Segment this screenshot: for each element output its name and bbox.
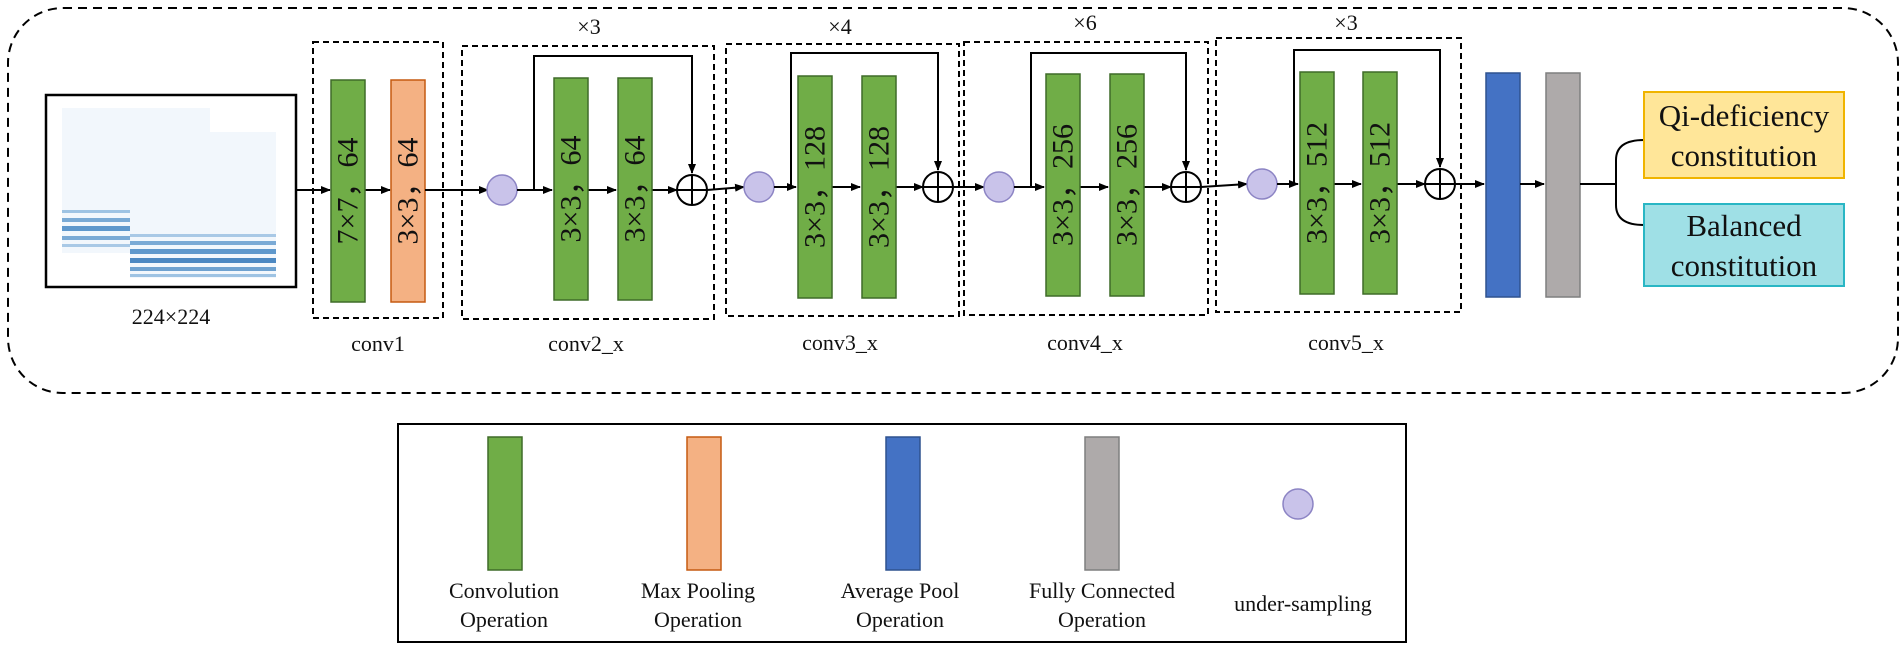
conv5-block (1215, 37, 1462, 313)
legend-convolution-line1: Convolution (449, 578, 559, 603)
conv4-repeat-label: ×6 (1073, 10, 1096, 35)
legend-average-pool-line1: Average Pool (841, 578, 960, 603)
conv5-label: conv5_x (1308, 330, 1384, 355)
legend-fully-connected-line1: Fully Connected (1029, 578, 1175, 603)
conv3-under-sampling (743, 171, 775, 203)
conv5-conv-a (1299, 71, 1335, 295)
conv3-label: conv3_x (802, 330, 878, 355)
conv5-under-sampling (1246, 168, 1278, 200)
conv5-conv-b (1362, 71, 1398, 295)
conv4-conv-b (1109, 73, 1145, 297)
conv2-block (461, 45, 715, 320)
conv3-block (725, 43, 960, 317)
flow-arrow (1200, 180, 1248, 189)
conv4-conv-b-text: 3×3，256 (1111, 124, 1144, 246)
qi-deficiency-output (1643, 91, 1845, 179)
conv1-label: conv1 (351, 331, 405, 356)
balanced-output (1643, 203, 1845, 287)
conv4-block (963, 41, 1209, 316)
balanced-line2: constitution (1671, 248, 1818, 283)
average-pool-layer (1485, 72, 1521, 298)
spectrogram-stripes (62, 210, 276, 277)
conv4-conv-a (1045, 73, 1081, 297)
qi-deficiency-line2: constitution (1671, 138, 1818, 173)
input-image (44, 93, 298, 289)
conv2-under-sampling (486, 174, 518, 206)
fully-connected-layer (1545, 72, 1581, 298)
conv4-skip-connection (1030, 52, 1190, 187)
legend-convolution-line2: Operation (460, 607, 548, 632)
conv5-repeat-label: ×3 (1334, 10, 1357, 35)
conv4-under-sampling (983, 171, 1015, 203)
conv1-pool-text: 3×3，64 (392, 138, 425, 245)
conv2-repeat-label: ×3 (577, 14, 600, 39)
conv3-skip-connection (790, 52, 942, 187)
conv2-conv-b-text: 3×3，64 (619, 136, 652, 243)
conv1-block (312, 41, 444, 319)
conv5-skip-connection (1293, 49, 1444, 184)
conv5-conv-b-text: 3×3，512 (1364, 122, 1397, 244)
legend-convolution-swatch (487, 436, 523, 571)
legend-average-pool-swatch (885, 436, 921, 571)
legend-max-pooling-line2: Operation (654, 607, 742, 632)
legend-fully-connected-swatch (1084, 436, 1120, 571)
network-container (7, 7, 1899, 394)
conv5-conv-a-text: 3×3，512 (1301, 122, 1334, 244)
qi-deficiency-line1: Qi-deficiency (1659, 98, 1830, 133)
conv4-label: conv4_x (1047, 330, 1123, 355)
conv1-convolution (330, 79, 366, 303)
legend-max-pooling-swatch (686, 436, 722, 571)
legend-max-pooling-line1: Max Pooling (641, 578, 755, 603)
conv2-skip-connection (533, 55, 696, 190)
conv2-conv-a-text: 3×3，64 (555, 136, 588, 243)
input-size-label: 224×224 (132, 304, 210, 329)
conv3-repeat-label: ×4 (828, 14, 851, 39)
legend-under-sampling-label: under-sampling (1234, 591, 1372, 616)
legend-under-sampling-circle (1282, 488, 1314, 520)
conv3-conv-a (797, 75, 833, 299)
conv3-conv-b (861, 75, 897, 299)
conv3-conv-a-text: 3×3，128 (799, 126, 832, 248)
conv1-conv-text: 7×7，64 (332, 138, 365, 245)
conv3-conv-b-text: 3×3，128 (863, 126, 896, 248)
conv2-conv-b (617, 77, 653, 301)
balanced-line1: Balanced (1686, 208, 1802, 243)
legend-fully-connected-line2: Operation (1058, 607, 1146, 632)
conv2-conv-a (553, 77, 589, 301)
conv4-conv-a-text: 3×3，256 (1047, 124, 1080, 246)
legend-average-pool-line2: Operation (856, 607, 944, 632)
conv2-label: conv2_x (548, 331, 624, 356)
output-bracket (1580, 139, 1645, 226)
